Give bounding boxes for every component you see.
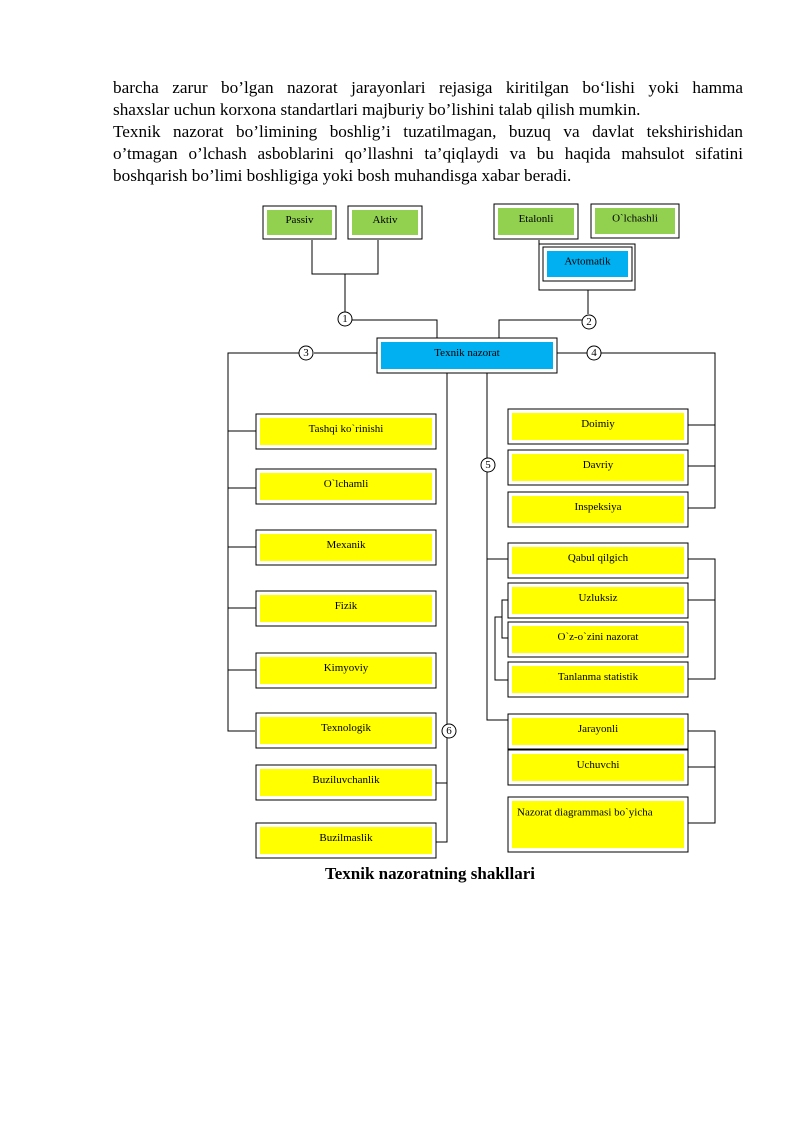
node-olchashli-fill [595,208,675,234]
marker-label: 2 [586,316,592,328]
node-group5b-fill [512,718,684,745]
node-group5a-label: Qabul qilgich [568,552,629,564]
node-group6-label: Buziluvchanlik [312,774,380,786]
paragraph-line: shaxslar uchun korxona standartlari majb… [113,100,641,119]
diagram-caption: Texnik nazoratning shakllari [324,864,536,883]
paragraph-line: o’tmagan o’lchash asboblarini qo’llashni… [113,144,743,163]
node-group3-fill [260,717,432,744]
node-center-fill [381,342,553,369]
marker-label: 5 [485,459,491,471]
connector-line [436,738,448,843]
node-group4-label: Davriy [583,459,614,471]
node-group3-label: Fizik [335,600,358,612]
node-group5b-label: Uchuvchi [577,759,620,771]
marker-label: 1 [342,313,348,325]
node-passiv-label: Passiv [285,214,314,226]
connector-line [486,472,508,721]
node-group3-fill [260,418,432,445]
paragraph-line: Texnik nazorat bo’limining boshlig’i tuz… [113,122,743,141]
node-group3-label: Tashqi ko`rinishi [309,423,384,435]
node-group3-label: Texnologik [321,722,371,734]
node-group5a-fill [512,547,684,574]
intro-paragraph: barcha zarur bo’lgan nazorat jarayonlari… [113,77,743,121]
node-group5a-label: Tanlanma statistik [558,671,639,683]
node-center-label: Texnik nazorat [434,347,500,359]
node-group3-label: Kimyoviy [324,662,369,674]
node-group4-fill [512,454,684,481]
node-avtomatik-label: Avtomatik [564,256,611,268]
node-group3-fill [260,657,432,684]
node-olchashli-label: O`lchashli [612,213,658,225]
node-group6-label: Buzilmaslik [319,832,373,844]
connector-line [311,240,379,275]
connector-line [688,730,716,824]
node-etalonli-fill [498,208,574,235]
node-group5b-fill [512,801,684,848]
node-group5a-fill [512,626,684,653]
marker-label: 6 [446,725,452,737]
marker-label: 4 [591,347,597,359]
node-group5a-fill [512,666,684,693]
marker-circle [337,311,353,327]
node-group5b-label: Nazorat diagrammasi bo`yicha [517,807,653,819]
marker-circle [441,723,457,739]
marker-circle [581,314,597,330]
second-paragraph: Texnik nazorat bo’limining boshlig’i tuz… [113,121,743,187]
marker-circle [480,457,496,473]
node-group3-fill [260,534,432,561]
node-group5b-label: Jarayonli [578,723,618,735]
node-group4-label: Inspeksiya [574,501,621,513]
node-group4-fill [512,496,684,523]
node-group3-label: O`lchamli [324,478,369,490]
connector-line [688,558,716,680]
paragraph-line: boshqarish bo’limi boshligiga yoki bosh … [113,166,572,185]
marker-circle [298,345,314,361]
node-group5a-fill [512,587,684,614]
node-group4-fill [512,413,684,440]
node-group5a-label: Uzluksiz [578,592,617,604]
node-group4-label: Doimiy [581,418,615,430]
node-group3-fill [260,595,432,622]
connector-line [501,599,508,639]
connector-line [498,319,589,338]
connector-line [227,352,299,732]
connector-line [494,616,508,681]
node-group5a-label: O`z-o`zini nazorat [558,631,639,643]
marker-circle [586,345,602,361]
node-group6-fill [260,769,432,796]
connector-line [344,319,438,338]
marker-label: 3 [303,347,309,359]
node-avtomatik-fill [547,251,628,277]
node-passiv-fill [267,210,332,235]
node-group6-fill [260,827,432,854]
node-group3-label: Mexanik [326,539,366,551]
node-aktiv-label: Aktiv [372,214,398,226]
node-group3-fill [260,473,432,500]
node-group5b-fill [512,754,684,781]
paragraph-line: barcha zarur bo’lgan nazorat jarayonlari… [113,78,743,97]
node-etalonli-label: Etalonli [519,213,554,225]
connector-line [601,352,716,509]
node-aktiv-fill [352,210,418,235]
